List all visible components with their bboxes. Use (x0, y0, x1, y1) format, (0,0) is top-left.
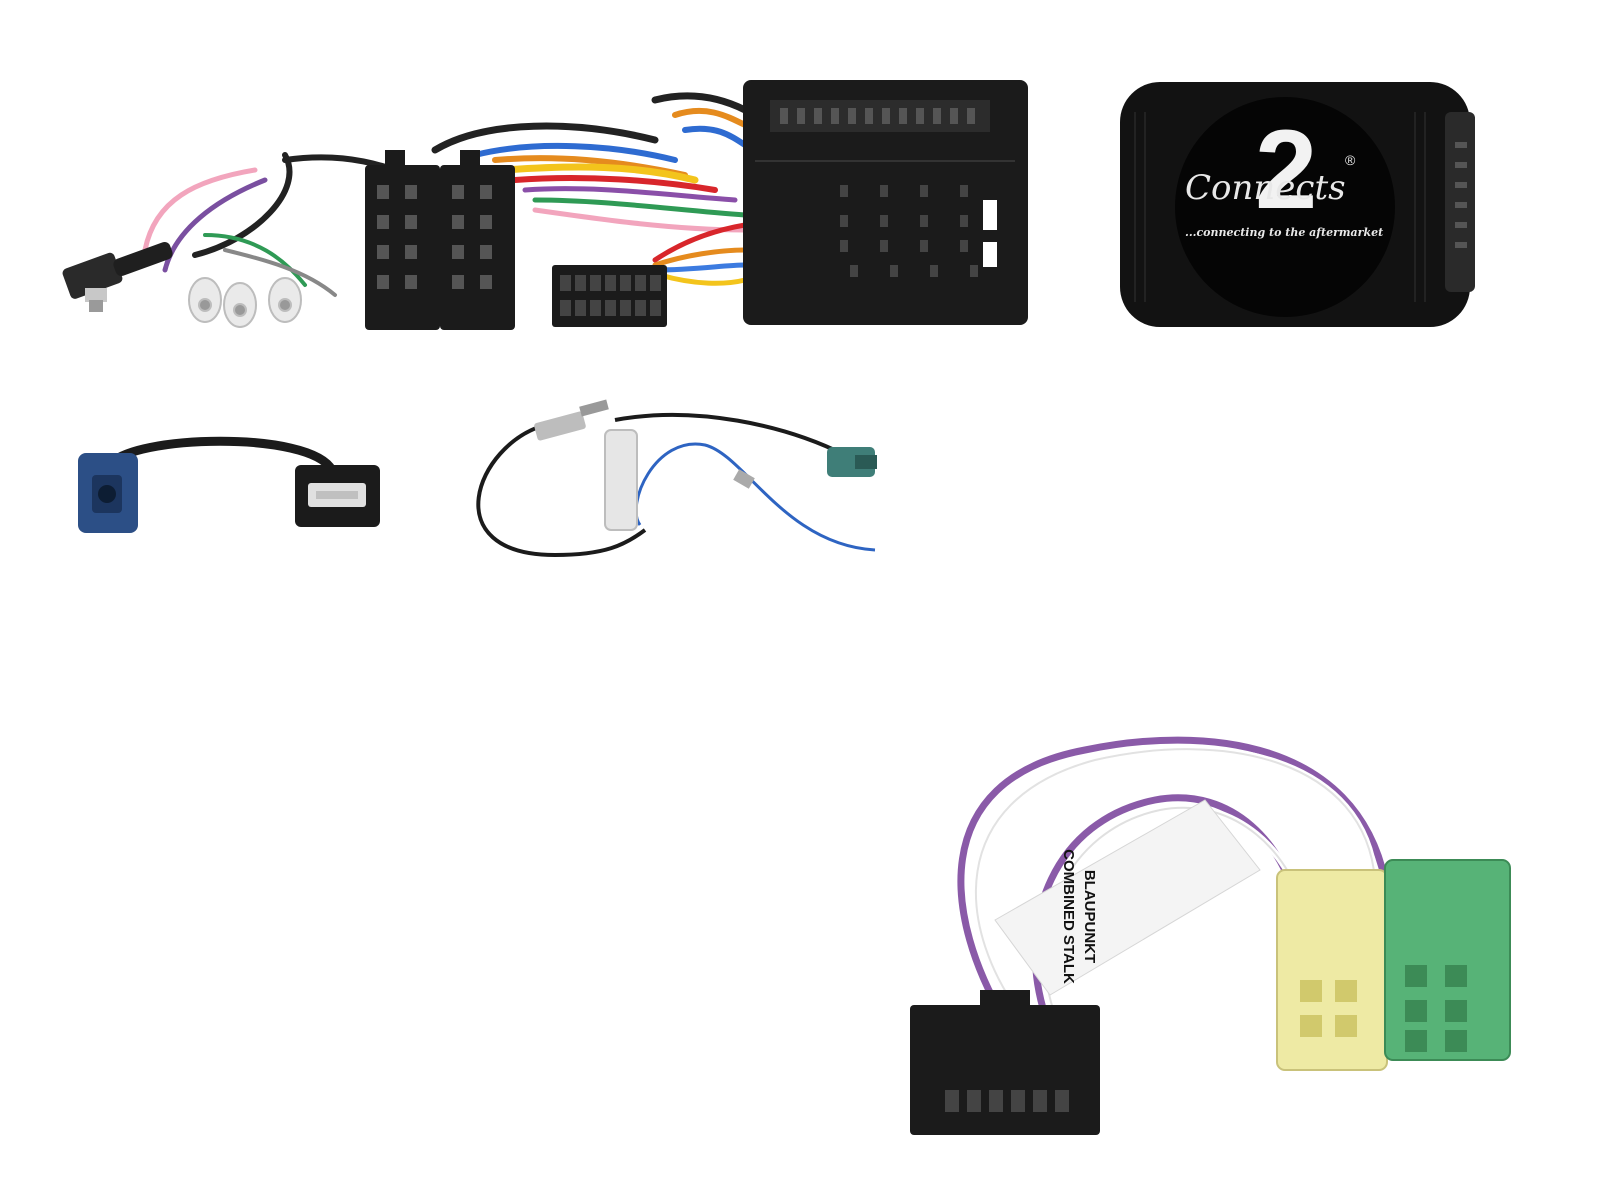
label-line-1: BLAUPUNKT (1081, 869, 1099, 964)
box-vents (1455, 142, 1467, 248)
brand-numeral: 2 (1255, 107, 1318, 232)
bullet-terminals (188, 277, 302, 328)
usb-adapter-graphic (78, 436, 380, 533)
amplifier-tube (604, 429, 638, 531)
aerial-adapter-graphic (476, 399, 877, 558)
label-line-2: COMBINED STALK (1059, 849, 1077, 984)
din-plug (534, 411, 586, 441)
yellow-mini-iso (1276, 869, 1388, 1071)
power-tap (733, 469, 755, 489)
interface-box: 2 Connects ® ...connecting to the afterm… (1115, 72, 1490, 337)
twelve-pin-plug (910, 990, 1100, 1135)
quadlock-connector (743, 80, 1028, 325)
box-texture (1134, 112, 1426, 302)
main-harness (55, 60, 1045, 350)
green-mini-iso (1384, 859, 1511, 1061)
brand-tagline: ...connecting to the aftermarket (1185, 226, 1384, 239)
registered-mark: ® (1345, 152, 1356, 168)
box-face (1175, 97, 1395, 317)
brand-wordmark: Connects (1185, 168, 1346, 208)
aerial-adapter (455, 385, 900, 575)
stalk-lead-graphic (910, 736, 1511, 1135)
fakra-green-plug (827, 447, 875, 477)
stalk-lead: BLAUPUNKT COMBINED STALK (905, 720, 1535, 1145)
usb-adapter (70, 425, 390, 540)
interface-box-graphic (1120, 82, 1475, 327)
head-unit-plug (552, 265, 667, 327)
main-harness-graphic (62, 80, 1028, 330)
jack-plug (62, 241, 173, 312)
label-tag (994, 799, 1261, 996)
iso-connectors (365, 150, 515, 330)
harness-wires (142, 92, 749, 297)
